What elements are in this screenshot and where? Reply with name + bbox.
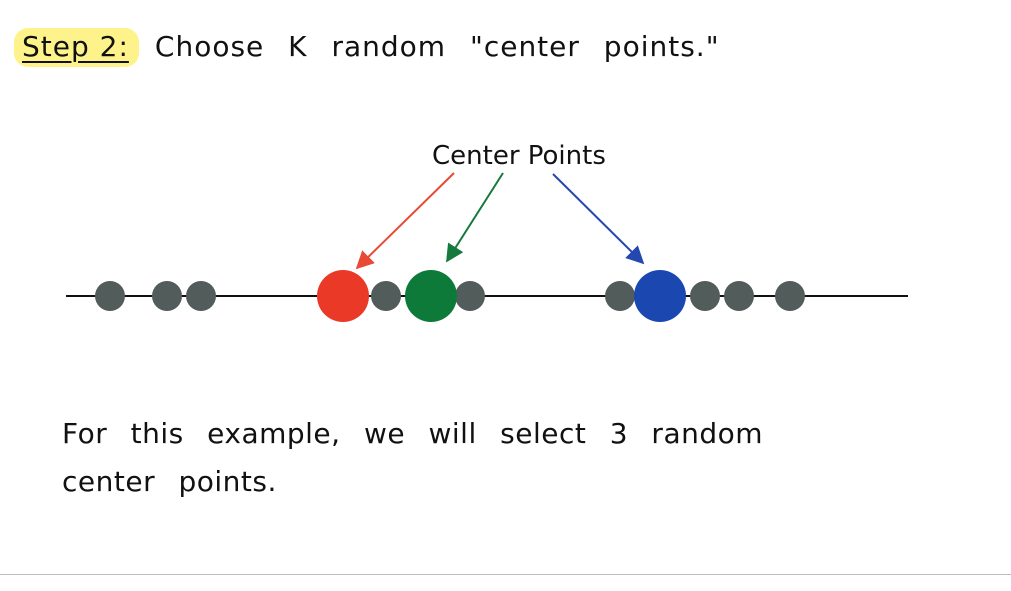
center-point-red (317, 270, 369, 322)
data-point (690, 281, 720, 311)
data-point (95, 281, 125, 311)
bottom-divider (0, 574, 1011, 575)
step-heading: Step 2: Choose K random "center points." (14, 28, 720, 72)
arrow-to-red-center (355, 172, 455, 270)
center-points-label: Center Points (432, 141, 606, 171)
explanation-line-2: center points. (62, 465, 277, 498)
data-point (455, 281, 485, 311)
step-title: Choose K random "center points." (154, 30, 720, 63)
arrow-to-blue-center (552, 173, 645, 265)
step-label: Step 2: (14, 28, 139, 67)
arrow-to-green-center (446, 172, 504, 263)
explanation-line-1: For this example, we will select 3 rando… (62, 417, 764, 450)
data-point (724, 281, 754, 311)
center-point-blue (634, 270, 686, 322)
center-point-green (405, 270, 457, 322)
data-point (186, 281, 216, 311)
explanation-text: For this example, we will select 3 rando… (62, 410, 962, 506)
data-point (605, 281, 635, 311)
data-point (371, 281, 401, 311)
data-point (775, 281, 805, 311)
data-point (152, 281, 182, 311)
